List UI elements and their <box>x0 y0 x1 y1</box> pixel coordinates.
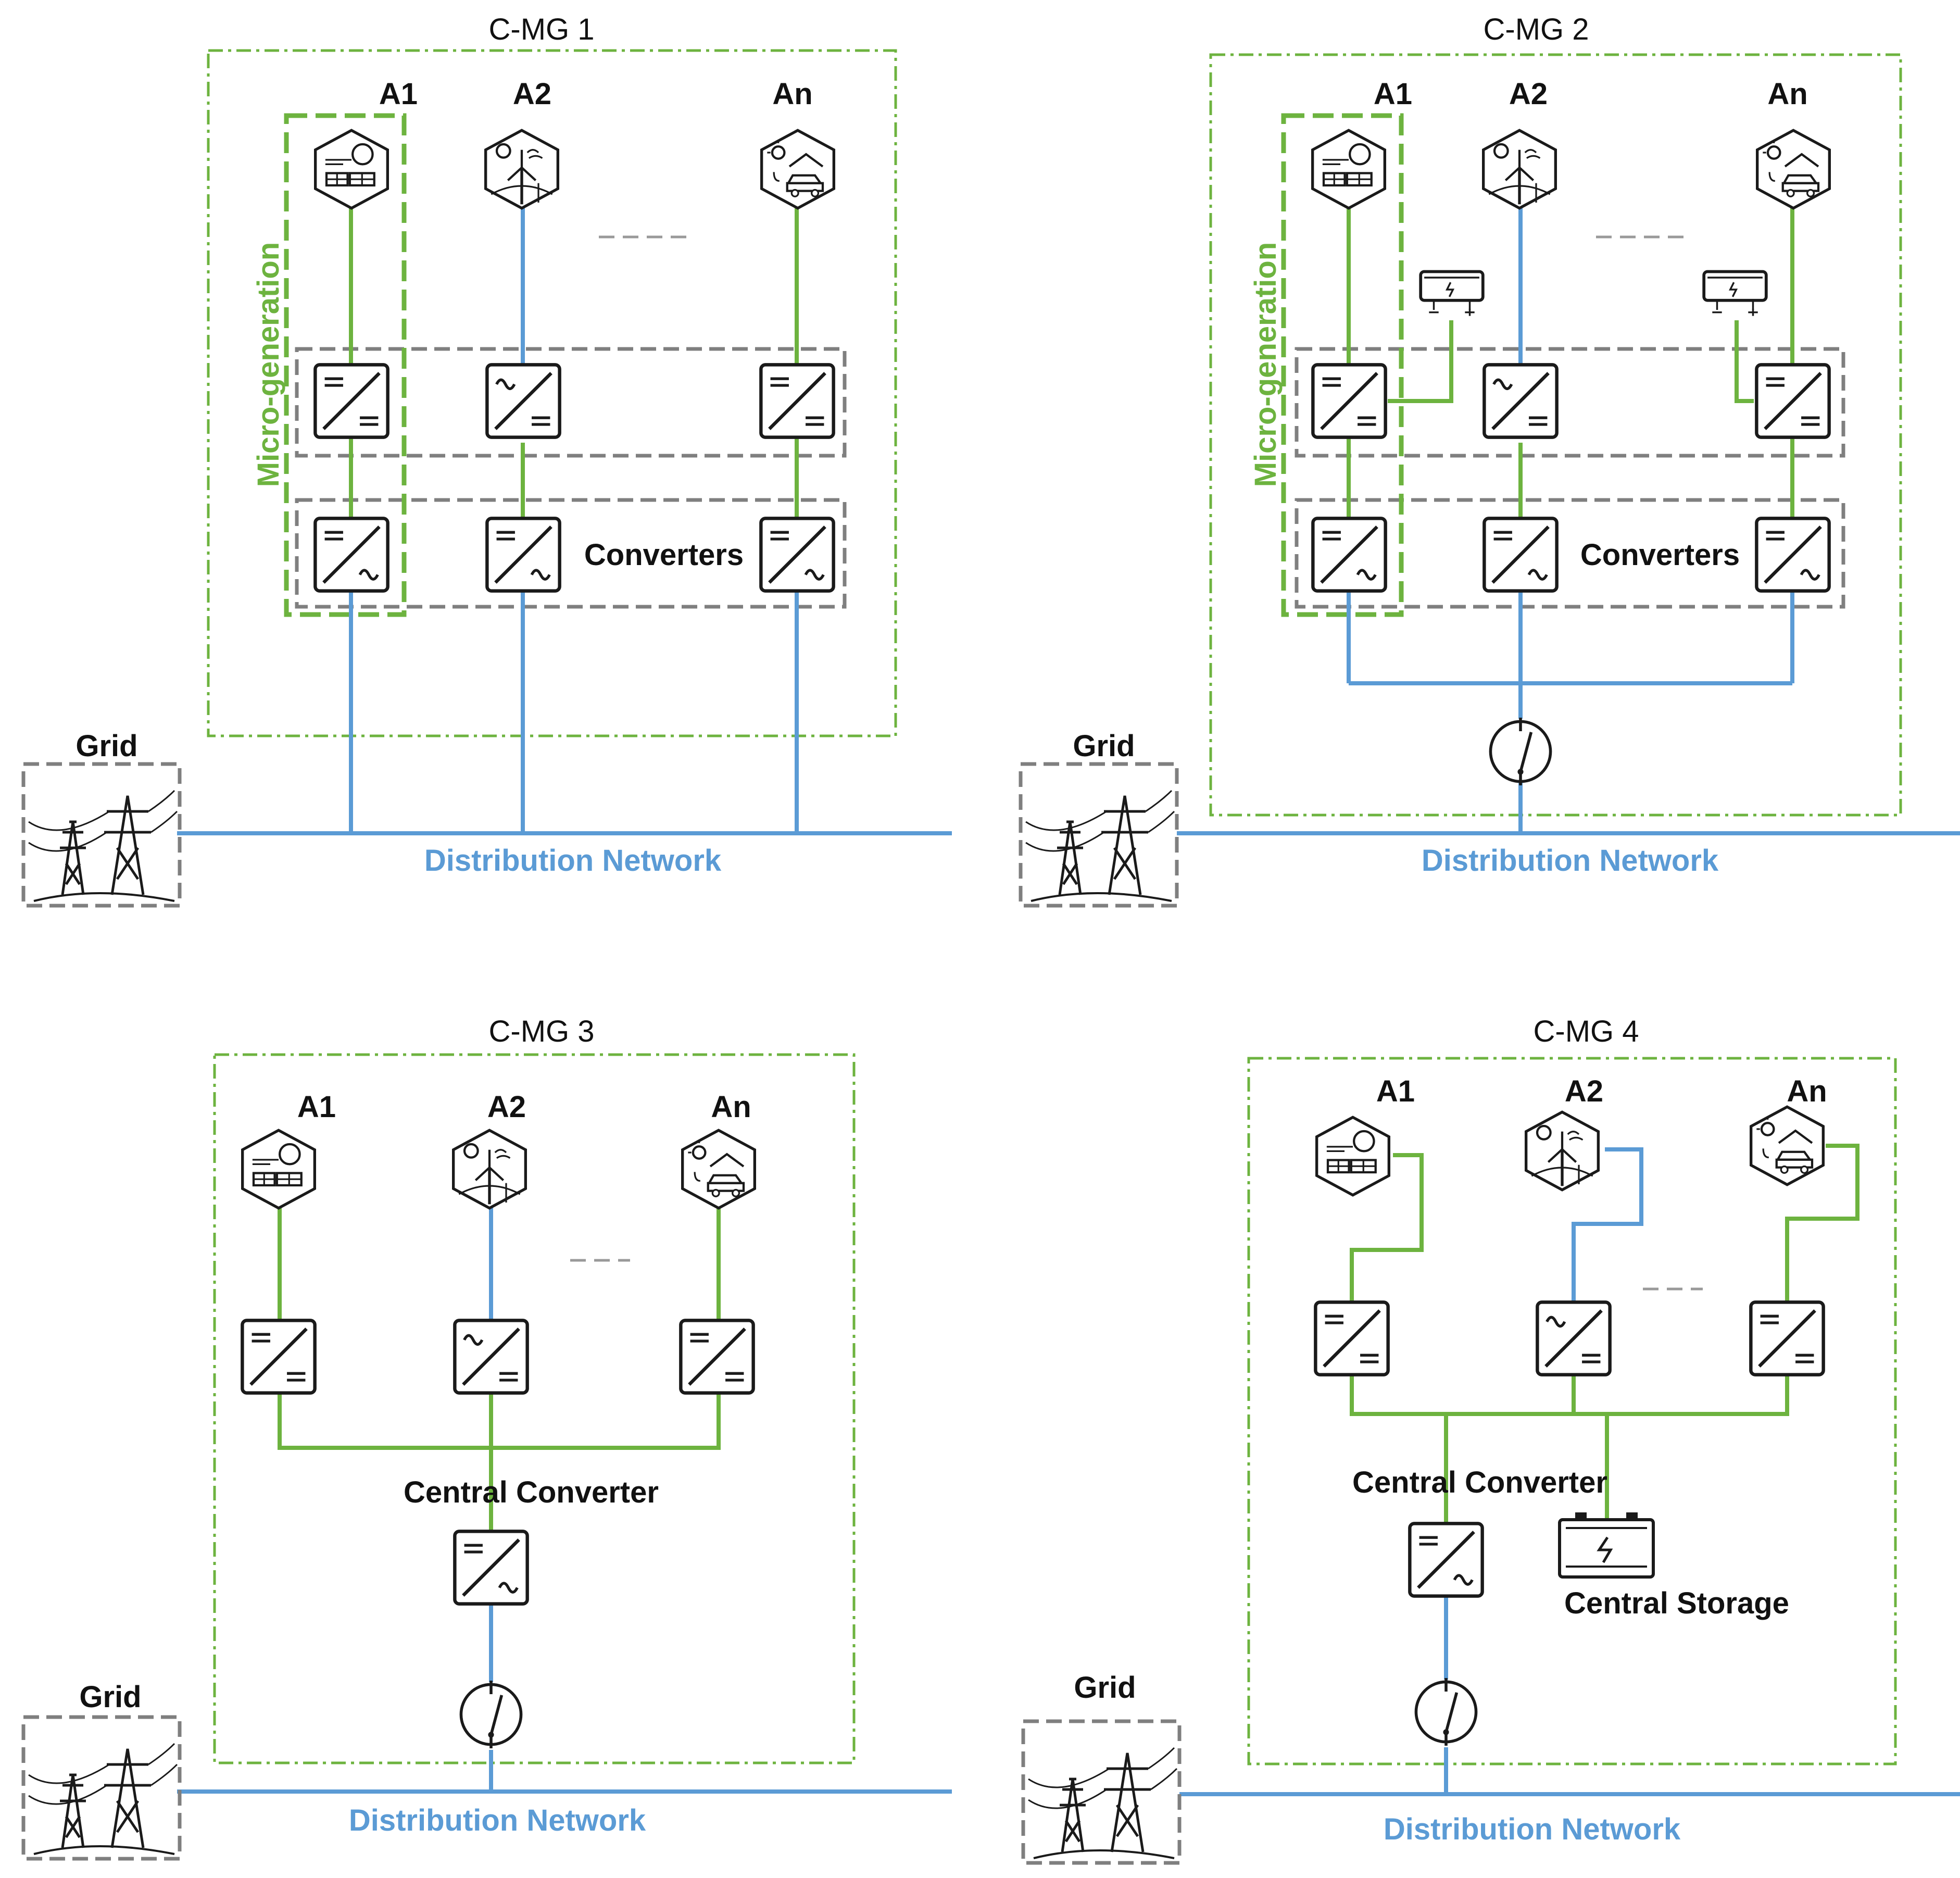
distribution-network-label: Distribution Network <box>1422 844 1719 878</box>
wind-home-icon <box>454 1130 526 1208</box>
dc-ac-inverter-icon <box>1410 1523 1482 1596</box>
dc-dc-converter-icon <box>761 365 833 437</box>
ev-home-icon <box>762 130 834 208</box>
ev-home-icon <box>683 1130 755 1208</box>
ac-dc-converter-icon <box>1537 1302 1610 1374</box>
central-converter-label: Central Converter <box>1352 1466 1607 1499</box>
ac-line <box>1572 1147 1643 1307</box>
agent-label: An <box>1787 1074 1827 1108</box>
central-storage-label: Central Storage <box>1564 1586 1789 1620</box>
dc-dc-converter-icon <box>1313 365 1385 437</box>
storage-line <box>1388 320 1453 403</box>
agent-label: A2 <box>1565 1074 1603 1108</box>
distribution-network-label: Distribution Network <box>1384 1812 1681 1846</box>
storage-line <box>1735 320 1754 403</box>
ev-home-icon <box>1751 1107 1824 1184</box>
solar-home-icon <box>1313 130 1385 208</box>
agent-label: An <box>772 77 812 111</box>
distribution-network-label: Distribution Network <box>424 844 722 878</box>
dc-ac-inverter-icon <box>455 1531 527 1604</box>
transmission-tower-icon <box>1028 1748 1177 1858</box>
grid-label: Grid <box>76 729 137 763</box>
grid-box <box>21 1715 182 1861</box>
battery-icon <box>1421 272 1483 316</box>
wind-home-icon <box>1526 1112 1599 1190</box>
microgrid-boundary <box>207 49 897 737</box>
grid-label: Grid <box>79 1680 141 1714</box>
dc-dc-converter-icon <box>315 365 387 437</box>
dc-ac-inverter-icon <box>1313 518 1385 591</box>
central-converter-label: Central Converter <box>404 1475 659 1509</box>
wind-home-icon <box>1484 130 1556 208</box>
dc-line <box>1350 1153 1424 1307</box>
dc-ac-inverter-icon <box>1484 518 1556 591</box>
ev-home-icon <box>1757 130 1830 208</box>
dc-ac-inverter-icon <box>1756 518 1829 591</box>
panel-title: C-MG 1 <box>489 12 595 46</box>
dc-line <box>1785 1144 1860 1307</box>
agent-label: A1 <box>1374 77 1412 111</box>
panel-cmg4: C-MG 4 A1 A2 An Central Converter Centra… <box>1021 1015 1960 1865</box>
microgrid-boundary <box>1247 1057 1897 1766</box>
panel-title: C-MG 2 <box>1484 12 1589 46</box>
dc-ac-inverter-icon <box>315 518 387 591</box>
agent-label: A2 <box>1509 77 1548 111</box>
dc-bus <box>1350 1375 1789 1416</box>
panel-title: C-MG 4 <box>1534 1015 1639 1048</box>
battery-icon <box>1560 1512 1653 1577</box>
dc-bus <box>278 1385 721 1450</box>
transmission-tower-icon <box>1026 791 1174 901</box>
grid-box <box>1021 1719 1182 1865</box>
dc-dc-converter-icon <box>1756 365 1829 437</box>
converters-label: Converters <box>1580 538 1740 572</box>
transmission-tower-icon <box>29 1744 177 1854</box>
dc-ac-inverter-icon <box>761 518 833 591</box>
ac-dc-converter-icon <box>1484 365 1556 437</box>
microgrid-boundary <box>1209 53 1902 817</box>
solar-home-icon <box>243 1130 315 1208</box>
dc-dc-converter-icon <box>1315 1302 1388 1374</box>
dc-ac-inverter-icon <box>487 518 559 591</box>
converters-label: Converters <box>584 538 744 572</box>
panel-cmg2: C-MG 2 Micro-generation A1 A2 An <box>1019 12 1960 908</box>
agent-label: A1 <box>379 77 418 111</box>
micro-generation-label: Micro-generation <box>1249 242 1283 487</box>
dc-dc-converter-icon <box>242 1320 315 1393</box>
solar-home-icon <box>1317 1117 1389 1195</box>
converter-group <box>1295 498 1845 609</box>
converter-group <box>295 347 847 458</box>
agent-label: A1 <box>297 1090 336 1124</box>
distribution-network-label: Distribution Network <box>349 1804 646 1837</box>
ac-dc-converter-icon <box>455 1320 527 1393</box>
dc-dc-converter-icon <box>1751 1302 1823 1374</box>
micro-generation-box <box>284 113 407 617</box>
panel-cmg3: C-MG 3 A1 A2 An Central Converter Grid D… <box>21 1015 952 1861</box>
ac-dc-converter-icon <box>487 365 559 437</box>
micro-generation-box <box>1281 113 1404 617</box>
panel-title: C-MG 3 <box>489 1015 595 1048</box>
dc-dc-converter-icon <box>681 1320 753 1393</box>
converter-group <box>295 498 847 609</box>
transmission-tower-icon <box>29 791 177 901</box>
grid-label: Grid <box>1073 729 1135 763</box>
battery-icon <box>1704 272 1766 316</box>
grid-switch-icon <box>1490 718 1550 785</box>
agent-label: A1 <box>1376 1074 1415 1108</box>
converter-group <box>1295 347 1845 458</box>
grid-box <box>1019 762 1179 908</box>
grid-switch-icon <box>1416 1678 1476 1746</box>
solar-home-icon <box>316 130 388 208</box>
grid-switch-icon <box>461 1681 521 1748</box>
wind-home-icon <box>486 130 558 208</box>
microgrid-boundary <box>213 1053 856 1764</box>
agent-label: An <box>711 1090 751 1124</box>
agent-label: A2 <box>513 77 551 111</box>
panel-cmg1: C-MG 1 Micro-generation A1 A2 An Convert… <box>21 12 952 908</box>
agent-label: A2 <box>487 1090 526 1124</box>
agent-label: An <box>1767 77 1807 111</box>
grid-box <box>21 762 182 908</box>
micro-generation-label: Micro-generation <box>252 242 285 487</box>
grid-label: Grid <box>1074 1671 1136 1705</box>
